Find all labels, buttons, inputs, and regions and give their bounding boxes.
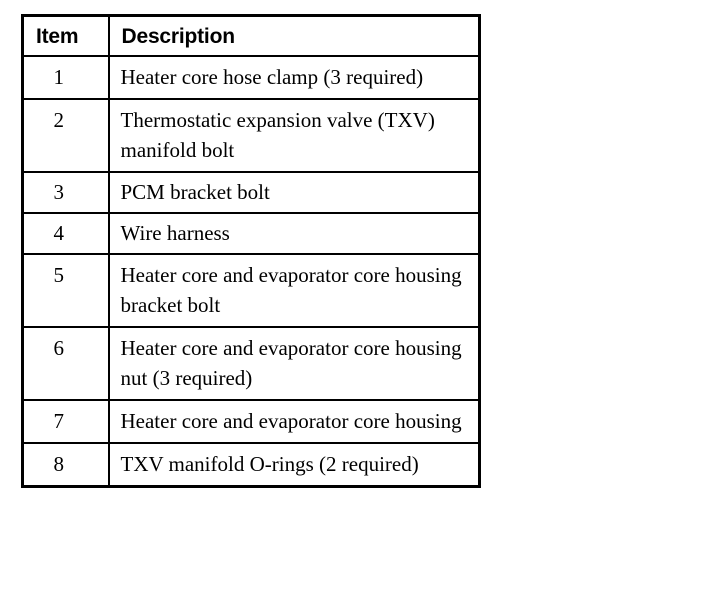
cell-item-number: 5: [21, 253, 110, 328]
table-header-row: Item Description: [21, 14, 481, 57]
cell-item-number: 8: [21, 442, 110, 488]
cell-item-number: 6: [21, 326, 110, 401]
cell-item-number: 1: [21, 55, 110, 100]
column-header-item: Item: [21, 14, 110, 57]
cell-item-number: 2: [21, 98, 110, 173]
cell-item-description: Wire harness: [107, 212, 481, 255]
cell-item-number: 3: [21, 171, 110, 214]
column-header-description: Description: [107, 14, 481, 57]
cell-item-description: Heater core hose clamp (3 required): [107, 55, 481, 100]
cell-item-description: Heater core and evaporator core housing: [107, 399, 481, 444]
cell-item-description: Thermostatic expansion valve (TXV) manif…: [107, 98, 481, 173]
cell-item-description: Heater core and evaporator core housing …: [107, 253, 481, 328]
cell-item-number: 7: [21, 399, 110, 444]
cell-item-number: 4: [21, 212, 110, 255]
cell-item-description: Heater core and evaporator core housing …: [107, 326, 481, 401]
cell-item-description: PCM bracket bolt: [107, 171, 481, 214]
cell-item-description: TXV manifold O-rings (2 required): [107, 442, 481, 488]
table-header: Item Description: [21, 14, 481, 57]
